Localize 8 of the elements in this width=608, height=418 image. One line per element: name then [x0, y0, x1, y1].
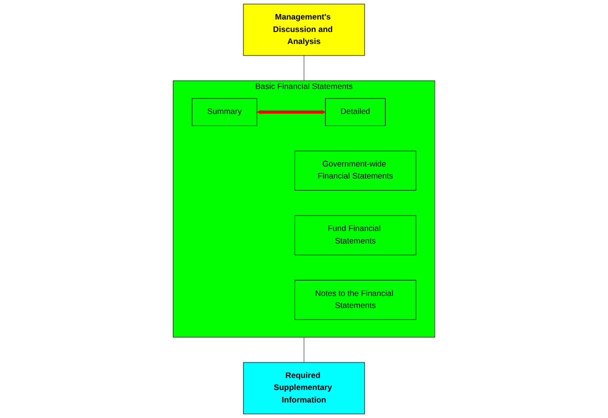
node-box: Summary [192, 98, 258, 126]
node-box: Required Supplementary Information [243, 362, 365, 414]
node-box: Management's Discussion and Analysis [243, 4, 365, 56]
node-box: Notes to the Financial Statements [294, 280, 416, 320]
node-box: Government-wide Financial Statements [294, 150, 416, 191]
node-box: Fund Financial Statements [294, 215, 416, 256]
arrow [256, 110, 326, 114]
node-box: Detailed [325, 98, 386, 126]
